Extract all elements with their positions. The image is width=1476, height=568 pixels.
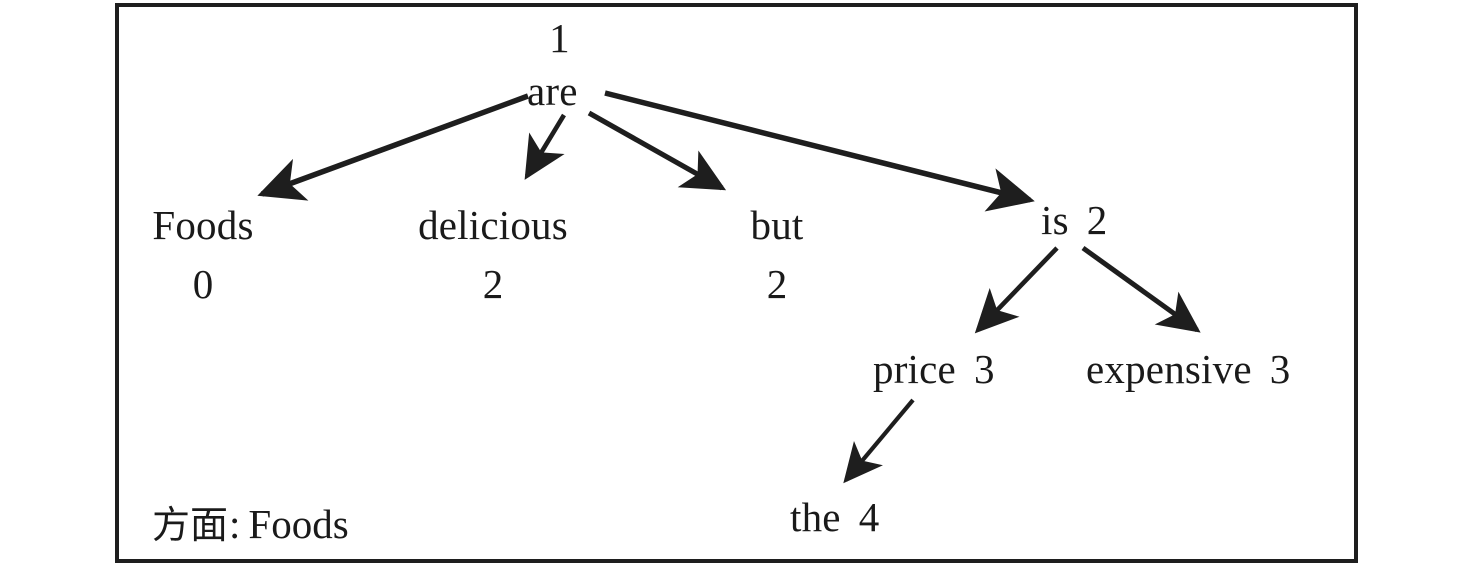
- node-index-is: 2: [1086, 197, 1108, 243]
- node-word-price: price: [873, 346, 956, 392]
- figure-border: [115, 3, 1358, 563]
- aspect-caption: 方面:Foods: [152, 494, 349, 549]
- node-word-delicious: delicious: [418, 202, 568, 248]
- tree-node-delicious[interactable]: delicious 2: [398, 205, 588, 305]
- tree-node-the[interactable]: the 4: [790, 497, 879, 538]
- node-index-are: 1: [549, 15, 570, 61]
- node-index-but: 2: [766, 261, 788, 307]
- node-word-are: are: [527, 68, 578, 114]
- tree-node-expensive[interactable]: expensive 3: [1086, 349, 1290, 390]
- node-word-is: is: [1041, 197, 1069, 243]
- node-word-the: the: [790, 494, 841, 540]
- node-word-but: but: [750, 202, 804, 248]
- tree-node-but[interactable]: but 2: [740, 205, 814, 305]
- aspect-separator: :: [229, 501, 241, 547]
- node-index-the: 4: [858, 494, 880, 540]
- node-word-expensive: expensive: [1086, 346, 1252, 392]
- aspect-label: 方面: [152, 503, 229, 547]
- node-index-price: 3: [973, 346, 995, 392]
- node-word-foods: Foods: [152, 202, 254, 248]
- node-index-delicious: 2: [482, 261, 504, 307]
- tree-node-foods[interactable]: Foods 0: [135, 205, 271, 305]
- tree-node-are[interactable]: 1 are: [527, 18, 578, 112]
- node-index-foods: 0: [192, 261, 214, 307]
- tree-node-is[interactable]: is 2: [1041, 200, 1107, 241]
- tree-node-price[interactable]: price 3: [873, 349, 994, 390]
- aspect-value: Foods: [248, 501, 349, 547]
- node-index-expensive: 3: [1269, 346, 1291, 392]
